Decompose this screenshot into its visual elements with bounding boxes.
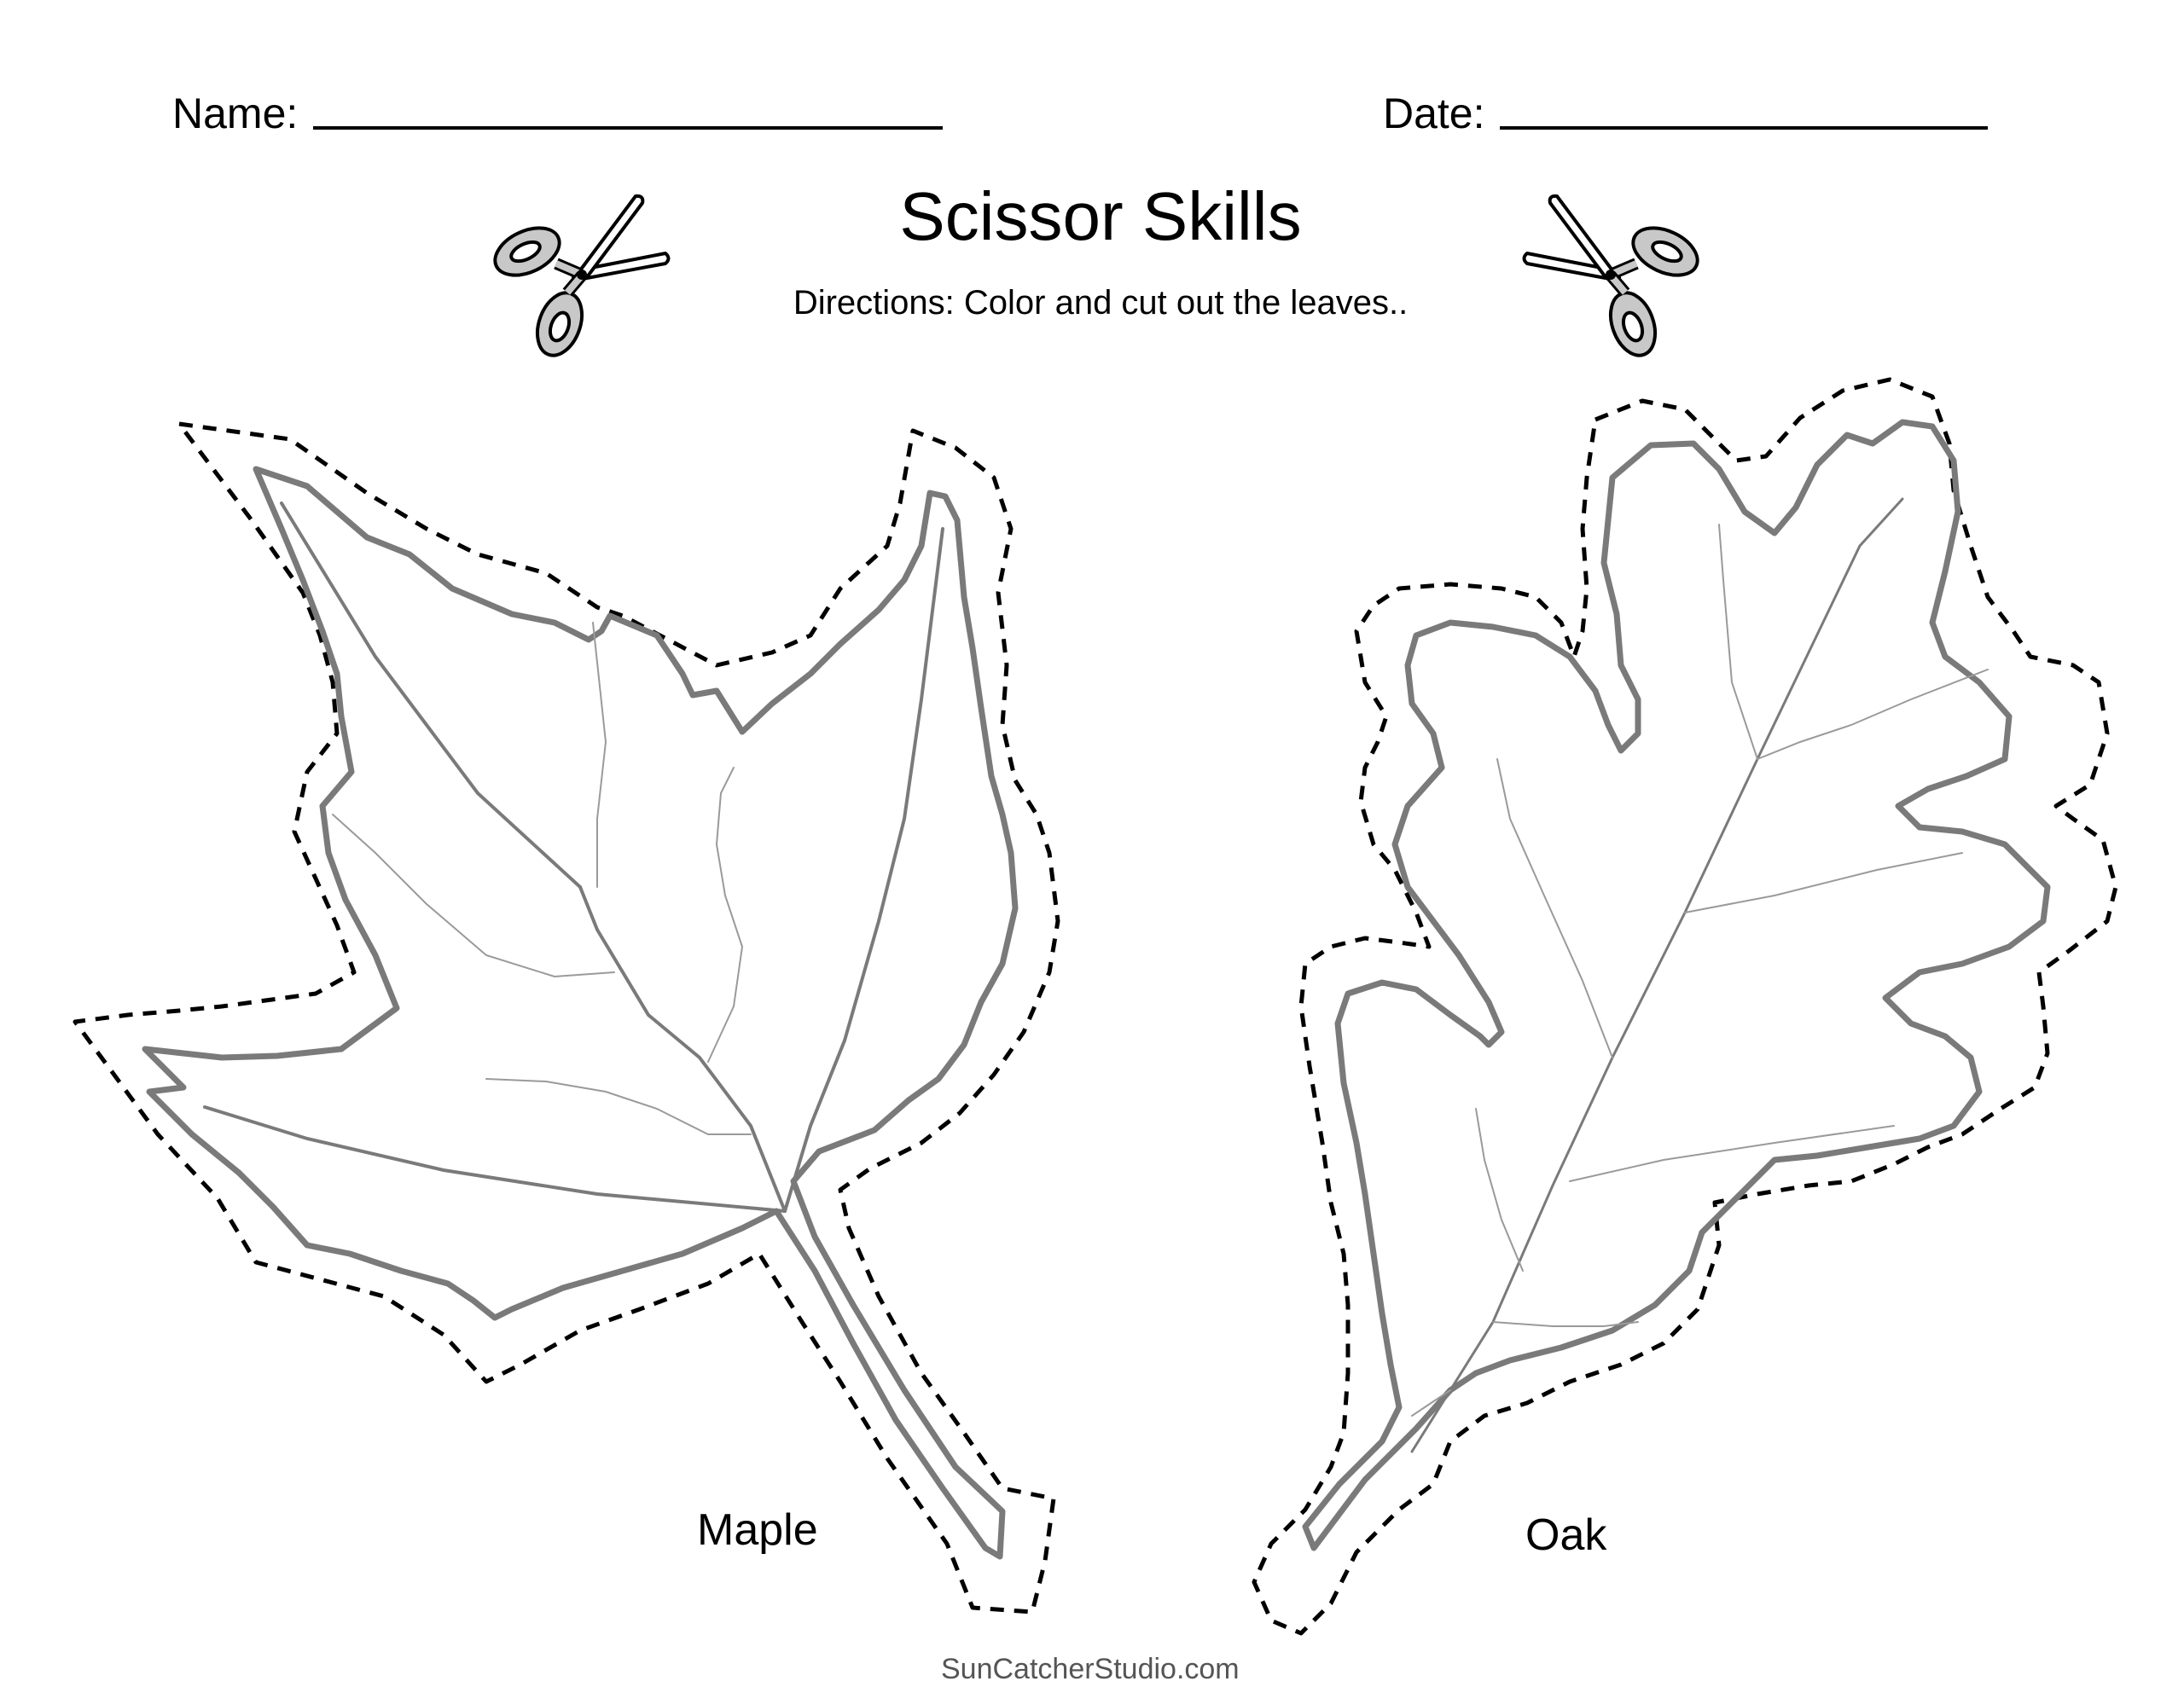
maple-label: Maple bbox=[697, 1505, 818, 1555]
scissors-icon bbox=[493, 194, 671, 357]
oak-leaf-edge bbox=[1302, 419, 2051, 1551]
maple-cut-line bbox=[73, 421, 1060, 1615]
directions-text: Directions: Color and cut out the leaves… bbox=[793, 284, 1409, 322]
footer-credit: SunCatcherStudio.com bbox=[941, 1653, 1240, 1685]
scissors-icon bbox=[1522, 194, 1699, 357]
date-label: Date: bbox=[1383, 90, 1485, 137]
name-label: Name: bbox=[172, 90, 299, 137]
date-field-line[interactable] bbox=[1500, 126, 1988, 130]
page-title: Scissor Skills bbox=[899, 178, 1302, 254]
maple-leaf-edge bbox=[142, 466, 1019, 1560]
oak-label: Oak bbox=[1525, 1510, 1607, 1560]
oak-cut-line bbox=[1252, 377, 2118, 1636]
name-field-line[interactable] bbox=[313, 126, 943, 130]
